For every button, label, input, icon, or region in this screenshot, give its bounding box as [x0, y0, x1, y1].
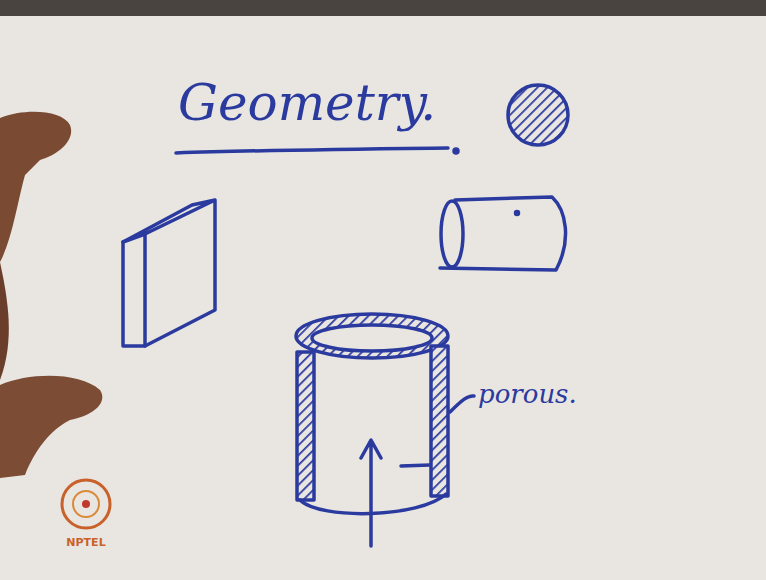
tube-wall [297, 352, 314, 500]
logo-text: NPTEL [66, 537, 105, 548]
part-label: porous. [478, 381, 577, 407]
dot [454, 149, 458, 153]
cylinder-end [441, 201, 463, 267]
tube-wall [431, 346, 448, 496]
plate-edge [123, 234, 145, 346]
cylinder [440, 197, 566, 270]
wall-pointer [401, 465, 430, 466]
dot [516, 212, 519, 215]
tube-top [296, 314, 448, 358]
logo [62, 480, 110, 528]
hatched-circle [508, 85, 568, 145]
title: Geometry. [178, 78, 436, 128]
tube-bottom [300, 494, 446, 514]
leader-line [450, 396, 474, 412]
tube-opening [312, 325, 432, 351]
background-edge [0, 0, 766, 16]
finger [0, 112, 71, 262]
flow-arrow [361, 440, 381, 546]
finger [0, 376, 102, 478]
plate [123, 200, 215, 346]
hand [0, 262, 9, 380]
paper [0, 14, 766, 580]
underline [176, 148, 448, 153]
